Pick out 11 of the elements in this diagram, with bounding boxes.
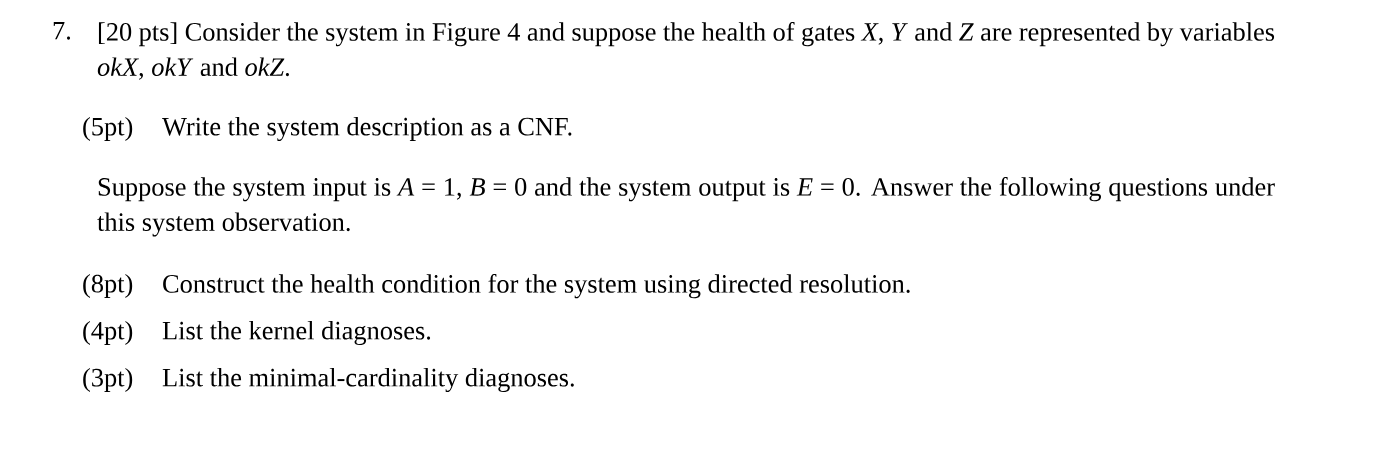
points-label: (8pt) — [83, 274, 133, 298]
subquestion-text: List the kernel diagnoses. — [162, 321, 431, 345]
subquestion-text: Write the system description as a CNF. — [162, 117, 572, 141]
question-text: [20 pts] Consider the system in Figure 4 and suppose the health of gates X, Y and Z are represented by variables okX, okY and okZ. — [97, 22, 1275, 80]
points-label: (5pt) — [83, 117, 133, 141]
subquestion-text: List the minimal-cardinality diagnoses. — [162, 368, 574, 392]
points-label: (4pt) — [83, 321, 133, 345]
subquestion-text: Construct the health condition for the system using directed resolution. — [163, 274, 910, 299]
instruction-text: Suppose the system input is A = 1, B = 0 and the system output is E = 0. Answer the following questions under this system observation. — [97, 177, 1275, 237]
question-number: 7. — [53, 22, 71, 40]
points-label: (3pt) — [83, 368, 133, 392]
